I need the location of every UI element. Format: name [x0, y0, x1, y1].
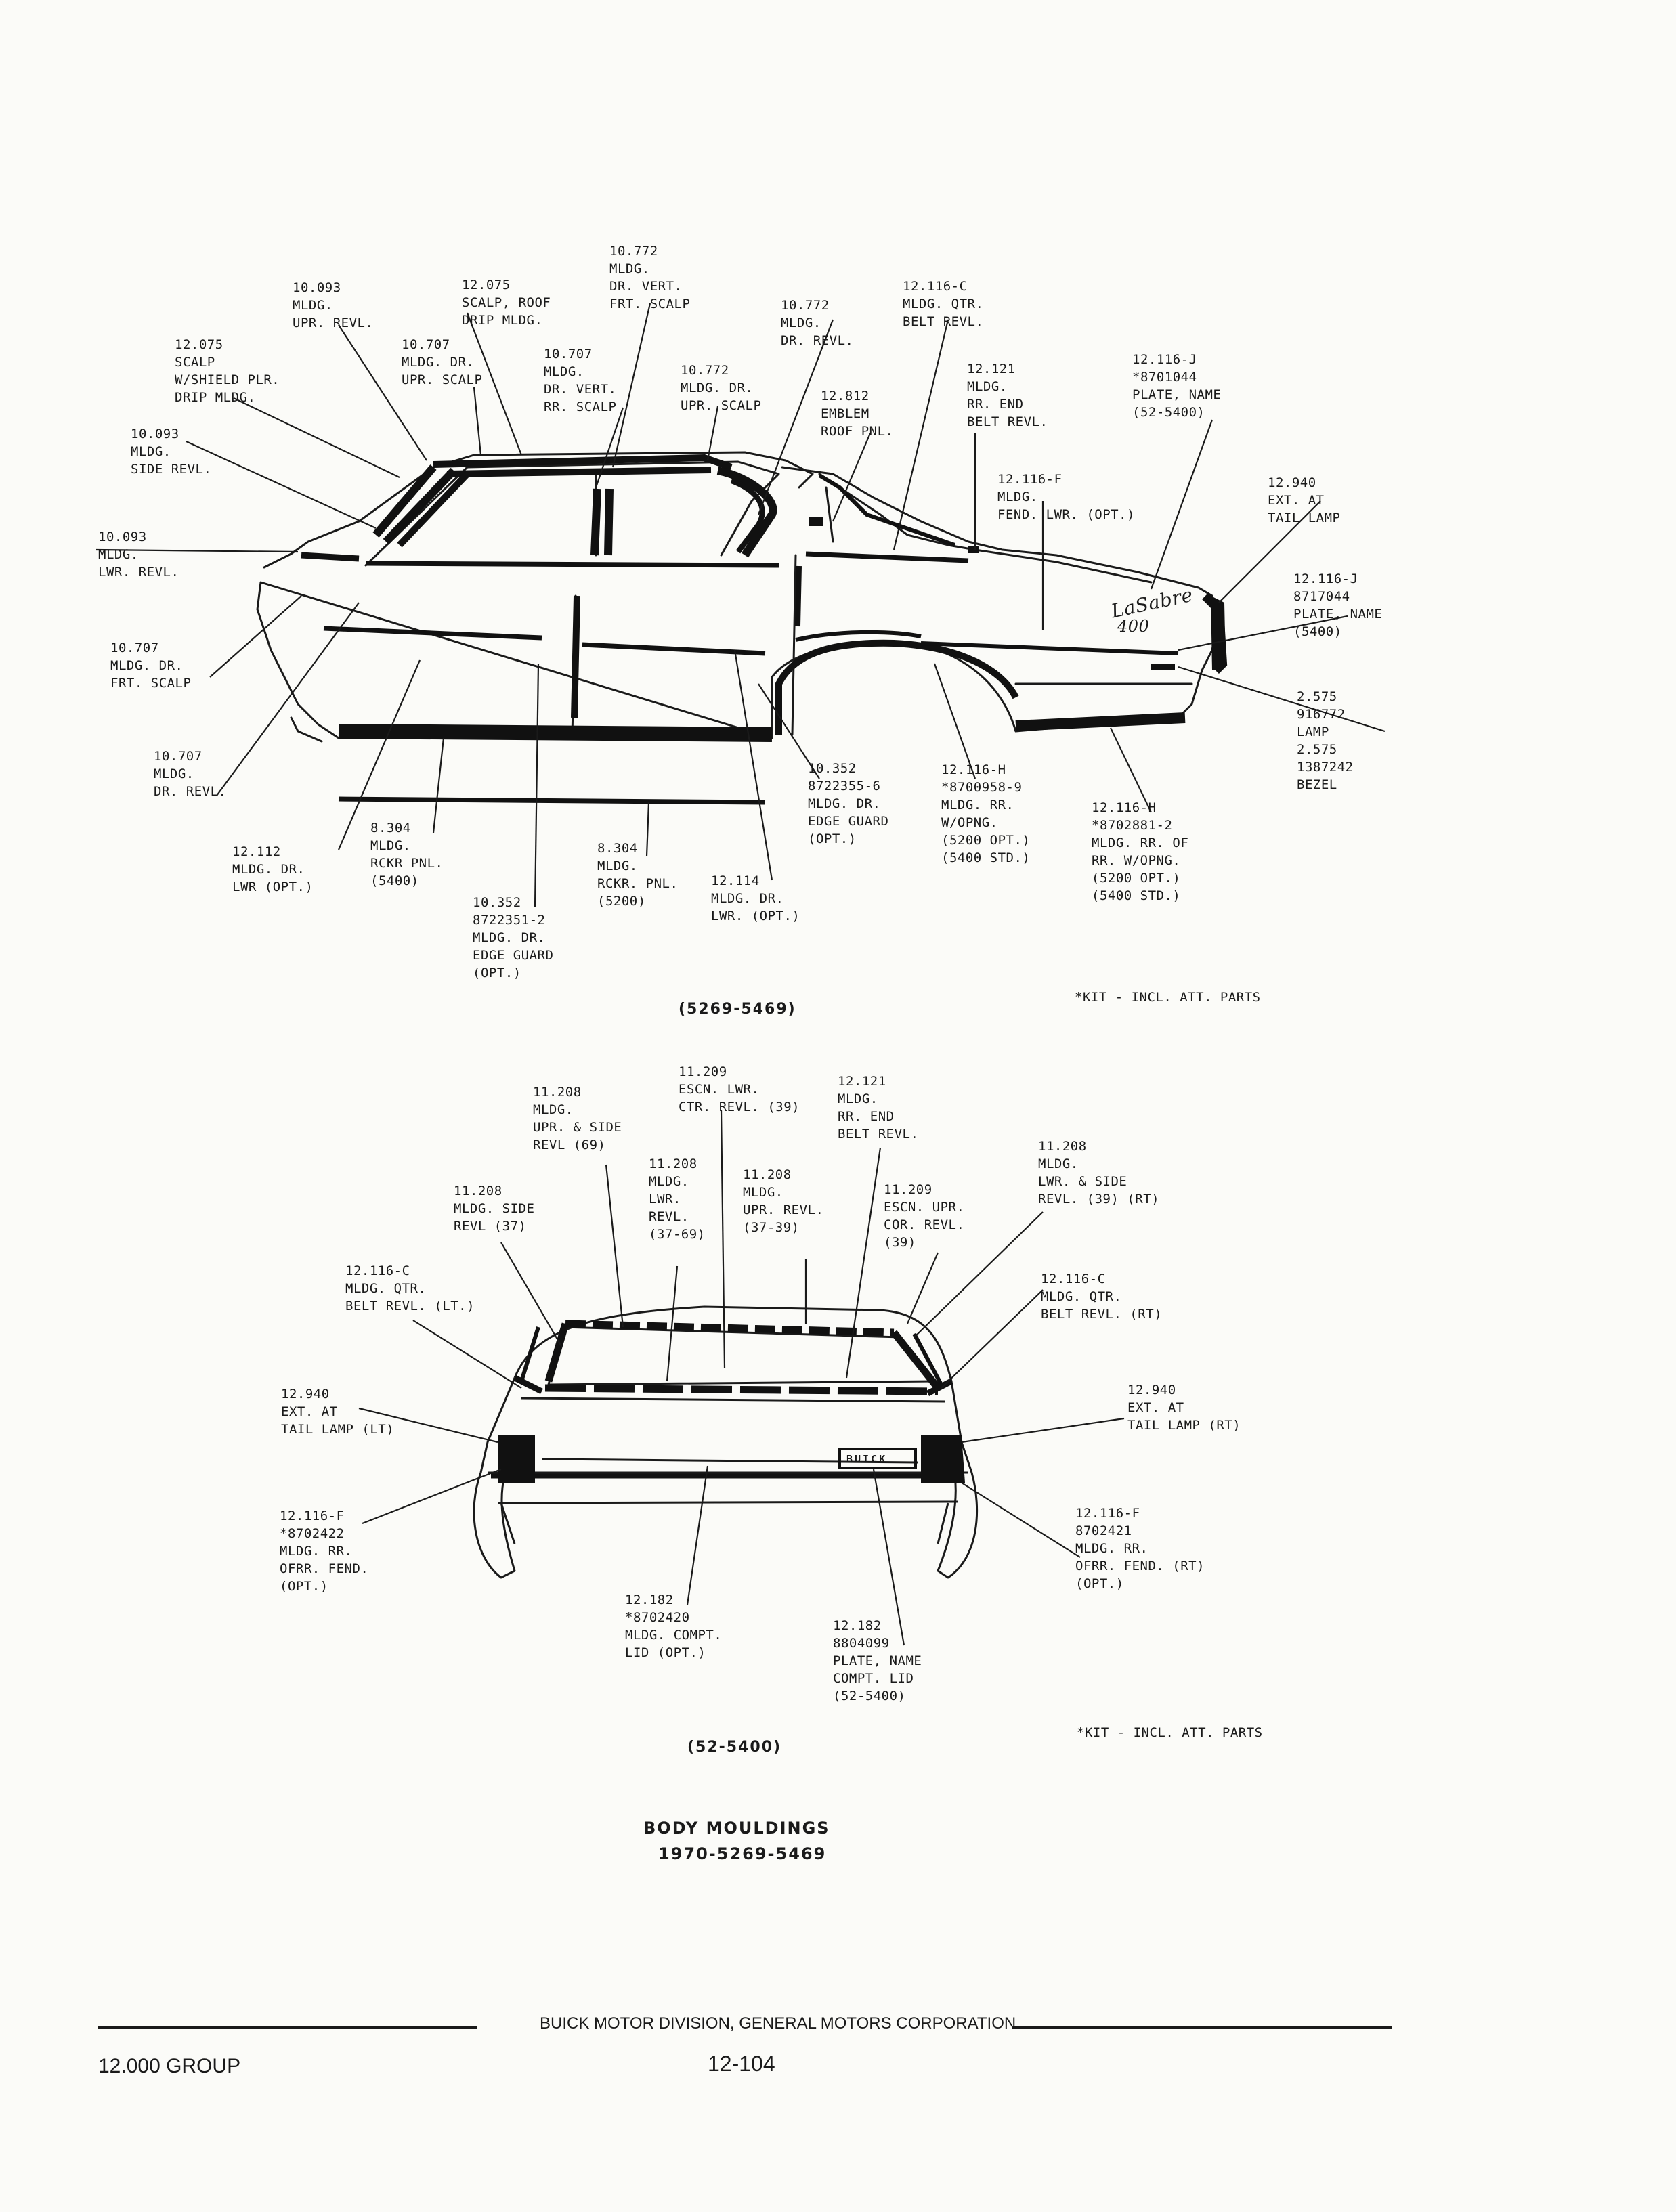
label-side-reveal: 10.093 MLDG. SIDE REVL.: [131, 427, 212, 477]
side-view-leader-lines: [95, 303, 1385, 908]
label-upper-side-reveal-69: 11.208 MLDG. UPR. & SIDE REVL (69): [533, 1085, 622, 1152]
label-tail-lamp-lt: 12.940 EXT. AT TAIL LAMP (LT): [281, 1387, 395, 1437]
label-rocker-5200: 8.304 MLDG. RCKR. PNL. (5200): [597, 841, 679, 909]
label-rear-of-wheel-opening: 12.116-H *8702881-2 MLDG. RR. OF RR. W/O…: [1092, 800, 1189, 903]
footer-rule-right: [1012, 2026, 1392, 2029]
label-rear-fender-rt: 12.116-F 8702421 MLDG. RR. OFRR. FEND. (…: [1075, 1506, 1205, 1591]
label-door-vert-rear: 10.707 MLDG. DR. VERT. RR. SCALP: [544, 347, 617, 414]
label-edge-guard-front: 10.352 8722351-2 MLDG. DR. EDGE GUARD (O…: [473, 895, 554, 980]
page-subtitle: 1970-5269-5469: [658, 1844, 827, 1863]
label-upper-reveal-37-39: 11.208 MLDG. UPR. REVL. (37-39): [743, 1167, 824, 1235]
label-lower-side-reveal-rt: 11.208 MLDG. LWR. & SIDE REVL. (39) (RT): [1038, 1139, 1160, 1207]
page-title: BODY MOULDINGS: [643, 1819, 830, 1838]
label-door-lower-rear: 12.114 MLDG. DR. LWR. (OPT.): [711, 873, 800, 924]
label-escn-upper-corner: 11.209 ESCN. UPR. COR. REVL. (39): [884, 1182, 965, 1250]
label-tail-lamp-ext: 12.940 EXT. AT TAIL LAMP: [1268, 475, 1341, 525]
label-rear-end-belt-reveal: 12.121 MLDG. RR. END BELT REVL.: [838, 1074, 919, 1142]
side-badge-number: 400: [1117, 617, 1150, 636]
label-roof-emblem: 12.812 EMBLEM ROOF PNL.: [821, 389, 894, 439]
label-name-plate: 12.116-J *8701044 PLATE, NAME (52-5400): [1132, 352, 1222, 420]
label-rocker-5400: 8.304 MLDG. RCKR PNL. (5400): [370, 821, 444, 888]
label-fender-lower: 12.116-F MLDG. FEND. LWR. (OPT.): [997, 472, 1135, 522]
label-compt-lid-plate: 12.182 8804099 PLATE, NAME COMPT. LID (5…: [833, 1618, 922, 1704]
label-door-reveal-lower: 10.707 MLDG. DR. REVL.: [154, 749, 227, 799]
label-name-plate-5400: 12.116-J 8717044 PLATE, NAME (5400): [1293, 571, 1383, 639]
label-side-reveal-37: 11.208 MLDG. SIDE REVL (37): [454, 1184, 535, 1234]
rear-view-kit-note: *KIT - INCL. ATT. PARTS: [1077, 1725, 1263, 1740]
label-door-upper-scalp: 10.707 MLDG. DR. UPR. SCALP: [402, 337, 483, 387]
label-door-front-scalp: 10.707 MLDG. DR. FRT. SCALP: [110, 641, 192, 691]
label-qtr-belt-reveal-rt: 12.116-C MLDG. QTR. BELT REVL. (RT): [1041, 1272, 1163, 1322]
label-tail-lamp-rt: 12.940 EXT. AT TAIL LAMP (RT): [1127, 1383, 1241, 1433]
label-lower-reveal: 10.093 MLDG. LWR. REVL.: [98, 529, 179, 580]
footer-group: 12.000 GROUP: [98, 2055, 241, 2077]
label-door-reveal: 10.772 MLDG. DR. REVL.: [781, 298, 854, 348]
label-roof-drip: 12.075 SCALP, ROOF DRIP MLDG.: [462, 278, 551, 328]
footer-division: BUICK MOTOR DIVISION, GENERAL MOTORS COR…: [540, 2014, 1016, 2033]
label-door-upper-scalp-2: 10.772 MLDG. DR. UPR. SCALP: [681, 363, 762, 413]
label-edge-guard-rear: 10.352 8722355-6 MLDG. DR. EDGE GUARD (O…: [808, 761, 889, 846]
rear-deck-badge: BUICK: [846, 1453, 888, 1465]
label-lower-reveal-37-69: 11.208 MLDG. LWR. REVL. (37-69): [649, 1156, 706, 1242]
side-view-mouldings: [301, 454, 1228, 805]
label-rear-end-belt: 12.121 MLDG. RR. END BELT REVL.: [967, 362, 1048, 429]
rear-view-mouldings: [491, 1320, 962, 1479]
side-view-kit-note: *KIT - INCL. ATT. PARTS: [1075, 990, 1261, 1005]
side-view-caption: (5269-5469): [679, 1001, 796, 1018]
label-lamp-bezel: 2.575 916772 LAMP 2.575 1387242 BEZEL: [1297, 689, 1354, 792]
label-compt-lid-moulding: 12.182 *8702420 MLDG. COMPT. LID (OPT.): [625, 1592, 723, 1660]
label-rear-wheel-opening: 12.116-H *8700958-9 MLDG. RR. W/OPNG. (5…: [941, 762, 1031, 865]
label-door-vert-front: 10.772 MLDG. DR. VERT. FRT. SCALP: [609, 244, 691, 311]
rear-view-leader-lines: [358, 1110, 1125, 1646]
label-upper-reveal: 10.093 MLDG. UPR. REVL.: [293, 280, 374, 330]
label-door-lower-front: 12.112 MLDG. DR. LWR (OPT.): [232, 844, 314, 894]
footer-page-number: 12-104: [708, 2052, 775, 2076]
rear-view-caption: (52-5400): [687, 1739, 782, 1756]
footer-rule-left: [98, 2026, 477, 2029]
label-qtr-belt-reveal-lt: 12.116-C MLDG. QTR. BELT REVL. (LT.): [345, 1263, 475, 1314]
label-rear-fender-lt: 12.116-F *8702422 MLDG. RR. OFRR. FEND. …: [280, 1509, 369, 1594]
label-qtr-belt-reveal: 12.116-C MLDG. QTR. BELT REVL.: [903, 279, 984, 329]
label-windshield-drip: 12.075 SCALP W/SHIELD PLR. DRIP MLDG.: [175, 337, 280, 405]
label-escn-lower-center: 11.209 ESCN. LWR. CTR. REVL. (39): [679, 1064, 800, 1114]
